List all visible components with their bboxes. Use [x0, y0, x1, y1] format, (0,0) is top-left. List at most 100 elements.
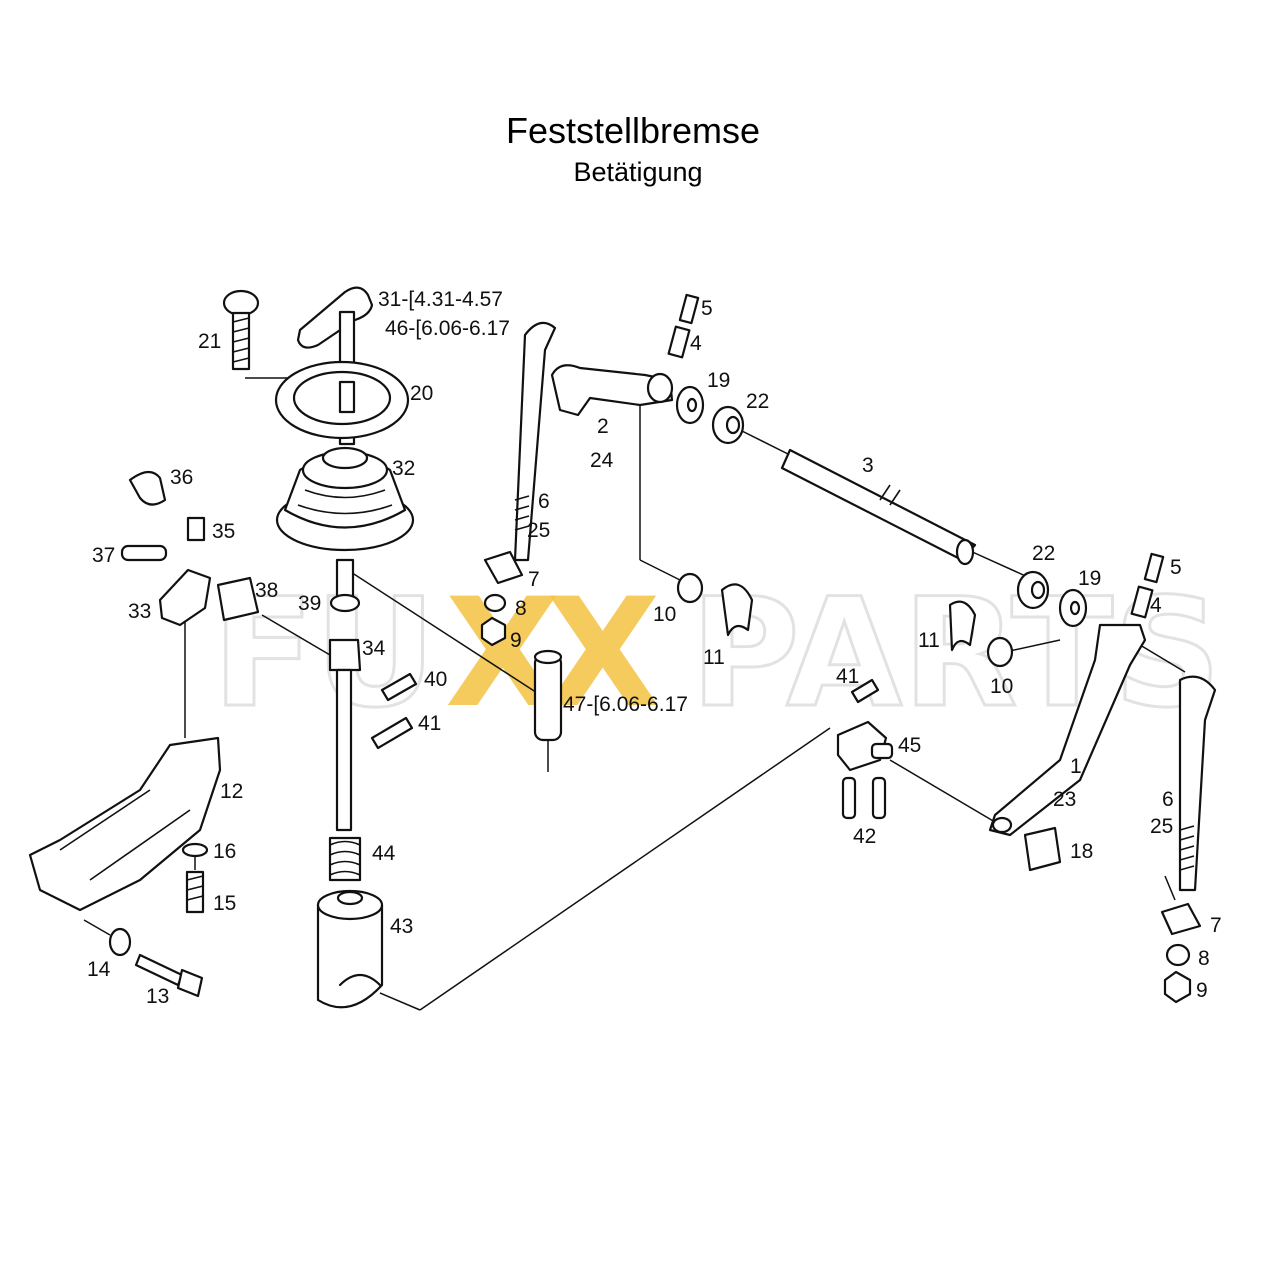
callout-13: 13 — [146, 985, 169, 1008]
part-22-bushing-upper — [711, 405, 745, 445]
leader-22-to-3 — [739, 429, 791, 456]
callout-14: 14 — [87, 958, 111, 981]
part-19-washer-lower — [1058, 588, 1088, 628]
callout-2: 2 — [597, 415, 609, 438]
part-11-split-pin-lower — [948, 600, 977, 652]
callout-42: 42 — [853, 825, 876, 848]
part-3-cross-shaft — [780, 448, 977, 566]
part-4-pin-lower — [1130, 585, 1154, 619]
callout-38: 38 — [255, 579, 278, 602]
callout-4-lower: 4 — [1150, 594, 1162, 617]
callout-20: 20 — [410, 382, 433, 405]
callout-16: 16 — [213, 840, 236, 863]
callout-8-lower: 8 — [1198, 947, 1210, 970]
callout-25-lower: 25 — [1150, 815, 1173, 838]
callout-22-lower: 22 — [1032, 542, 1055, 565]
part-7-clamp-upper — [483, 550, 524, 585]
part-39-34-lever-shaft — [328, 558, 362, 832]
leader-45 — [889, 759, 1001, 826]
part-19-washer-upper — [675, 385, 705, 425]
callout-7-lower: 7 — [1210, 914, 1222, 937]
part-40-pin — [380, 672, 418, 702]
callout-11-upper: 11 — [703, 646, 725, 669]
callout-3: 3 — [862, 454, 874, 477]
callout-19-upper: 19 — [707, 369, 730, 392]
part-32-gaiter-boot — [275, 446, 415, 552]
part-42-block — [836, 720, 888, 820]
page-title: Feststellbremse — [505, 110, 761, 151]
callout-23: 23 — [1053, 788, 1076, 811]
callout-24: 24 — [590, 449, 614, 472]
part-44-spring — [328, 836, 362, 882]
part-8-spacer-upper — [483, 593, 507, 613]
leader-43-to-42 — [419, 727, 831, 1011]
part-11-split-pin-upper — [720, 583, 754, 637]
callout-47: 47-[6.06-6.17 — [563, 693, 688, 716]
part-1-23-lever-lower — [988, 623, 1147, 837]
part-10-washer-lower — [986, 636, 1014, 668]
callout-9-upper: 9 — [510, 629, 522, 652]
part-9-nut-upper — [480, 616, 507, 647]
callout-32: 32 — [392, 457, 415, 480]
callout-25-upper: 25 — [527, 519, 550, 542]
callout-12: 12 — [220, 780, 243, 803]
part-6-25-rod-lower — [1178, 675, 1217, 892]
part-16-washer — [181, 842, 209, 858]
leader-38 — [261, 614, 331, 656]
callout-11-lower: 11 — [918, 629, 940, 652]
callout-1: 1 — [1070, 755, 1082, 778]
part-15-bolt — [185, 870, 205, 914]
part-21-screw — [222, 289, 260, 371]
callout-31: 31-[4.31-4.57 — [378, 288, 503, 311]
callout-5-lower: 5 — [1170, 556, 1182, 579]
part-22-bushing-lower — [1016, 570, 1050, 610]
callout-46: 46-[6.06-6.17 — [385, 317, 510, 340]
callout-10-upper: 10 — [653, 603, 676, 626]
callout-41-lower: 41 — [836, 665, 859, 688]
callout-6-lower: 6 — [1162, 788, 1174, 811]
callout-6-upper: 6 — [538, 490, 550, 513]
assembly-lines — [83, 377, 1186, 1011]
watermark-x-2: X — [545, 567, 661, 741]
callout-9-lower: 9 — [1196, 979, 1208, 1002]
callout-36: 36 — [170, 466, 193, 489]
part-6-25-rod-upper — [513, 321, 557, 562]
callout-7-upper: 7 — [528, 568, 540, 591]
callout-34: 34 — [362, 637, 386, 660]
part-10-washer-upper — [676, 572, 704, 604]
callout-22-upper: 22 — [746, 390, 769, 413]
part-43-housing — [316, 889, 384, 1009]
leader-43-hook — [379, 992, 421, 1011]
callout-39: 39 — [298, 592, 321, 615]
part-13-bolt — [134, 953, 204, 998]
part-33-bracket — [158, 568, 212, 627]
leader-14 — [83, 919, 111, 936]
part-36-clip — [128, 470, 167, 506]
part-5-pin-lower — [1143, 552, 1165, 584]
callout-19-lower: 19 — [1078, 567, 1101, 590]
leader-7b — [1164, 875, 1176, 901]
part-38-retaining-clip — [216, 576, 260, 622]
callout-5-upper: 5 — [701, 297, 713, 320]
part-12-mounting-bracket — [28, 736, 222, 912]
part-5-pin-upper — [678, 293, 700, 325]
part-9-nut-lower — [1163, 970, 1192, 1004]
part-2-lever-upper — [550, 364, 674, 417]
callout-37: 37 — [92, 544, 115, 567]
leader-1-to-rod — [1139, 644, 1186, 673]
leader-47 — [339, 564, 549, 701]
callout-labels: 31-[4.31-4.57 46-[6.06-6.17 21 20 32 36 … — [87, 288, 1222, 1008]
callout-41-upper: 41 — [418, 712, 441, 735]
part-20-cover-plate — [274, 360, 410, 440]
callout-40: 40 — [424, 668, 447, 691]
part-7-clamp-lower — [1160, 902, 1202, 936]
part-41-pin — [370, 716, 414, 750]
callout-45: 45 — [898, 734, 921, 757]
callout-10-lower: 10 — [990, 675, 1013, 698]
leader-10b — [1004, 639, 1061, 653]
page-subtitle: Betätigung — [573, 157, 703, 187]
callout-43: 43 — [390, 915, 413, 938]
part-47-sleeve — [533, 649, 563, 742]
